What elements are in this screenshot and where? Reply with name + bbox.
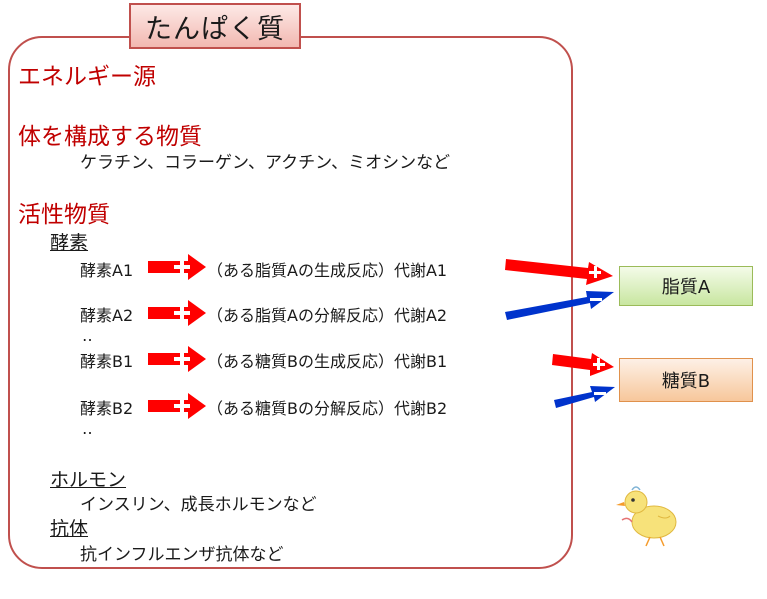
increase-arrow-b1 — [552, 353, 614, 376]
ellipsis-2: ‥ — [82, 419, 93, 438]
enzyme-b2-reaction: （ある糖質Bの分解反応）代謝B2 — [207, 399, 448, 418]
lipid-a-box: 脂質A — [619, 266, 753, 306]
structure-heading: 体を構成する物質 — [18, 124, 202, 150]
decrease-arrow-b2 — [554, 386, 615, 408]
plus-arrow-icon — [148, 254, 206, 280]
enzyme-a1-reaction: （ある脂質Aの生成反応）代謝A1 — [207, 261, 448, 280]
decrease-arrow-a2 — [505, 291, 614, 320]
increase-arrow-a1 — [505, 259, 613, 285]
plus-arrow-icon — [148, 346, 206, 372]
sugar-b-box: 糖質B — [619, 358, 753, 402]
enzyme-heading: 酵素 — [50, 232, 89, 254]
energy-source-heading: エネルギー源 — [18, 64, 156, 90]
enzyme-b2-label: 酵素B2 — [80, 399, 134, 418]
hormone-heading: ホルモン — [50, 469, 127, 491]
antibody-examples: 抗インフルエンザ抗体など — [80, 545, 284, 565]
protein-frame — [8, 36, 573, 569]
enzyme-a1-label: 酵素A1 — [80, 261, 134, 280]
enzyme-b1-reaction: （ある糖質Bの生成反応）代謝B1 — [207, 352, 448, 371]
diagram-title: たんぱく質 — [129, 3, 301, 49]
ellipsis-1: ‥ — [82, 326, 93, 345]
enzyme-a2-reaction: （ある脂質Aの分解反応）代謝A2 — [207, 306, 448, 325]
active-substance-heading: 活性物質 — [18, 202, 110, 228]
chick-icon — [616, 486, 677, 547]
enzyme-b1-label: 酵素B1 — [80, 352, 134, 371]
antibody-heading: 抗体 — [50, 518, 89, 540]
plus-arrow-icon — [148, 300, 206, 326]
hormone-examples: インスリン、成長ホルモンなど — [80, 495, 317, 515]
enzyme-a2-label: 酵素A2 — [80, 306, 134, 325]
plus-arrow-icon — [148, 393, 206, 419]
structure-examples: ケラチン、コラーゲン、アクチン、ミオシンなど — [80, 153, 451, 173]
